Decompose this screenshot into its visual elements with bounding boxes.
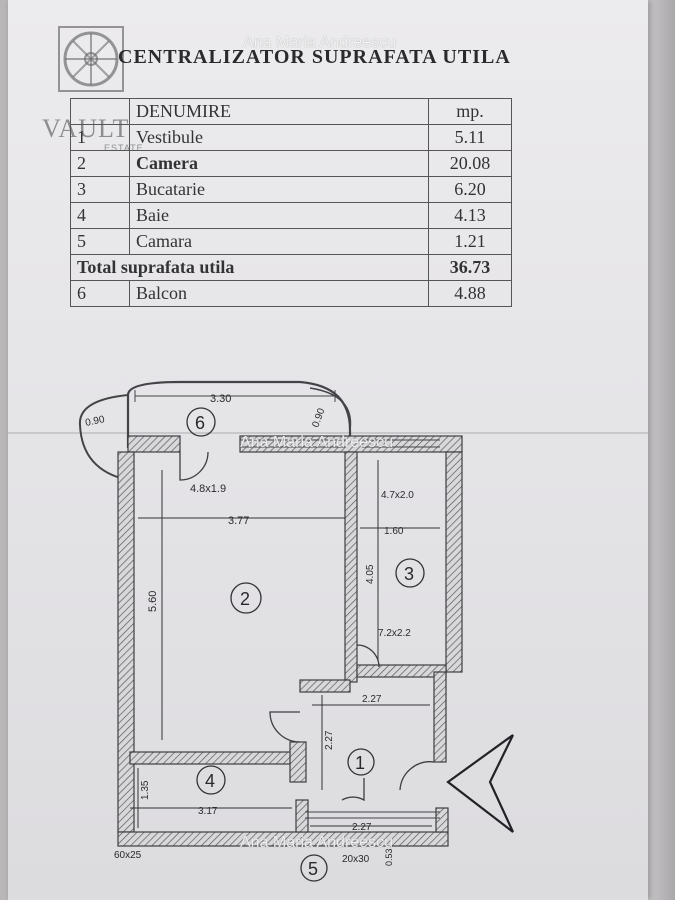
table-header-unit: mp. [428,98,512,125]
dim-kitchen-vent: 7.2x2.2 [378,628,411,639]
dim-balcony-right: 0.90 [310,407,327,429]
table-header-nr [70,98,130,125]
dim-room-height: 5.60 [147,591,159,612]
room-number-2: 2 [240,589,250,609]
dim-hall-width: 2.27 [362,694,382,705]
dim-kitchen-height: 4.05 [365,564,376,584]
watermark-middle: Ana Maria Andreescu [240,434,393,451]
room-number-6: 6 [195,413,205,433]
dim-balcony-left: 0.90 [84,414,106,429]
document-title: CENTRALIZATOR SUPRAFATA UTILA [118,46,511,68]
table-total-row: Total suprafata utila 36.73 [70,254,512,281]
dim-kitchen-window: 4.7x2.0 [381,490,414,501]
watermark-bottom: Ana Maria Andreescu [240,834,393,851]
door-swings [179,451,435,802]
dim-vent-storage: 20x30 [342,854,370,865]
paper-fold [8,432,648,434]
row-name: Vestibule [129,124,429,151]
row-value: 6.20 [428,176,512,203]
table-row: 2 Camera 20.08 [70,150,512,177]
row-name: Balcon [129,280,429,307]
row-number: 4 [70,202,130,229]
row-number: 1 [70,124,130,151]
dim-vent-bath: 60x25 [114,850,142,861]
dim-hall-height: 2.27 [324,730,335,750]
dim-balcony-width: 3.30 [210,393,231,405]
dim-kitchen-width: 1.60 [384,526,404,537]
row-number: 6 [70,280,130,307]
dimension-lines [130,460,440,828]
dim-bath-height: 1.35 [140,780,151,800]
room-markers [186,407,425,882]
room-number-5: 5 [308,859,318,879]
row-name: Camara [129,228,429,255]
table-row: 3 Bucatarie 6.20 [70,176,512,203]
watermark-top: Ana Maria Andreescu [243,34,396,51]
row-number: 5 [70,228,130,255]
exterior-walls [117,435,463,847]
row-value: 4.88 [428,280,512,307]
balcony-outline [78,380,352,481]
logo-wheel-icon [58,26,124,92]
row-number: 3 [70,176,130,203]
floor-plan: 3.30 0.90 0.90 [78,380,514,882]
row-value: 1.21 [428,228,512,255]
table-header-name: DENUMIRE [129,98,429,125]
table-row: 4 Baie 4.13 [70,202,512,229]
room-number-3: 3 [404,564,414,584]
background-edge [648,0,675,900]
table-row: 5 Camara 1.21 [70,228,512,255]
dim-balcony-window: 4.8x1.9 [190,483,226,495]
room-number-4: 4 [205,771,215,791]
row-name: Bucatarie [129,176,429,203]
dim-bath-width: 3.17 [198,806,218,817]
table-row: 6 Balcon 4.88 [70,280,512,307]
row-value: 5.11 [428,124,512,151]
dim-storage-depth: 0.53 [384,848,394,866]
entrance-arrow-icon [446,734,514,833]
row-value: 20.08 [428,150,512,177]
row-name: Camera [129,150,429,177]
total-value: 36.73 [428,254,512,281]
row-value: 4.13 [428,202,512,229]
room-number-1: 1 [355,753,365,773]
dim-storage-width: 2.27 [352,822,372,833]
row-number: 2 [70,150,130,177]
total-label: Total suprafata utila [70,254,429,281]
window-strips [240,439,440,819]
area-table: DENUMIRE mp. 1 Vestibule 5.11 2 Camera 2… [70,98,512,307]
table-row: 1 Vestibule 5.11 [70,124,512,151]
row-name: Baie [129,202,429,229]
dim-room-width: 3.77 [228,515,249,527]
table-header-row: DENUMIRE mp. [70,98,512,125]
